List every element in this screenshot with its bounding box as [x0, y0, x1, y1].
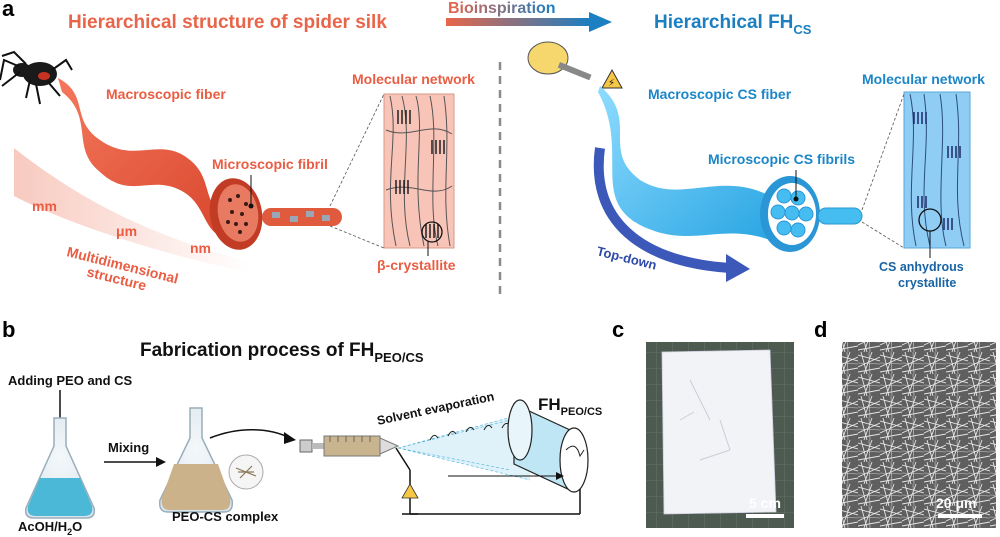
label-molecular-network-right: Molecular network [862, 71, 985, 87]
spider-icon [0, 50, 73, 105]
microscopic-fibril-bar [262, 208, 342, 226]
label-macroscopic-cs-fiber: Macroscopic CS fiber [648, 86, 792, 102]
nozzle-icon [527, 41, 592, 81]
label-microscopic-fibril: Microscopic fibril [212, 156, 328, 172]
title-hierarchical-fh: Hierarchical FHCS [654, 12, 812, 37]
scale-text-d: 20 μm [936, 495, 976, 511]
scale-text-c: 5 cm [749, 495, 781, 511]
molecular-network-blue: Molecular network CS anhydrous crystalli… [861, 71, 985, 290]
label-adding: Adding PEO and CS [8, 373, 133, 388]
scale-bar-c [746, 514, 784, 518]
molecular-network-red: Molecular network β-crystallite [329, 71, 475, 273]
cs-fibril-bar [817, 207, 863, 225]
label-complex: PEO-CS complex [172, 509, 279, 524]
scale-mm: mm [32, 198, 57, 214]
panel-b-letter: b [2, 317, 15, 342]
bioinspiration-arrow: Bioinspiration [446, 0, 612, 32]
collector-drum [507, 399, 589, 493]
panel-d-letter: d [814, 317, 827, 342]
svg-text:⚡: ⚡ [608, 78, 615, 89]
sem-image [842, 342, 996, 528]
bioinspiration-label: Bioinspiration [448, 0, 556, 17]
flask-complex [158, 407, 264, 513]
label-mixing: Mixing [108, 440, 149, 455]
panel-a: a Hierarchical structure of spider silk … [0, 0, 985, 300]
scale-nm: nm [190, 240, 211, 256]
panel-c: c 5 cm [612, 317, 794, 528]
silk-fiber [58, 78, 235, 240]
panel-d: d 20 μm [814, 317, 996, 528]
label-microscopic-cs-fibrils: Microscopic CS fibrils [708, 151, 855, 167]
title-spider-silk: Hierarchical structure of spider silk [68, 12, 387, 33]
label-evaporation: Solvent evaporation [376, 389, 496, 428]
scale-um: μm [116, 223, 137, 239]
syringe-icon [299, 435, 400, 457]
cs-fiber [598, 86, 770, 240]
panel-b: b Fabrication process of FHPEO/CS Adding… [2, 317, 602, 537]
top-down-arrow [593, 147, 731, 273]
label-cs-anhydrous: CS anhydrous [879, 260, 964, 274]
label-crystallite: crystallite [898, 276, 956, 290]
label-solvent: AcOH/H2O [18, 519, 82, 537]
high-voltage-icon: ⚡ [601, 68, 623, 89]
flask-solvent [24, 417, 96, 519]
scale-wedge [14, 148, 250, 272]
spray-cone [397, 411, 531, 481]
label-molecular-network-left: Molecular network [352, 71, 475, 87]
fibril-dots [226, 194, 248, 234]
high-voltage-warning-icon [401, 483, 419, 499]
label-fh-peo-cs: FHPEO/CS [538, 395, 602, 418]
label-macroscopic-fiber: Macroscopic fiber [106, 86, 226, 102]
photo-fabric-sheet [661, 349, 777, 515]
scale-bar-d [938, 514, 982, 518]
title-fabrication: Fabrication process of FHPEO/CS [140, 340, 424, 365]
panel-c-letter: c [612, 317, 624, 342]
cs-fibril-circles [770, 188, 814, 238]
panel-a-letter: a [2, 0, 15, 21]
label-beta-crystallite: β-crystallite [377, 257, 456, 273]
